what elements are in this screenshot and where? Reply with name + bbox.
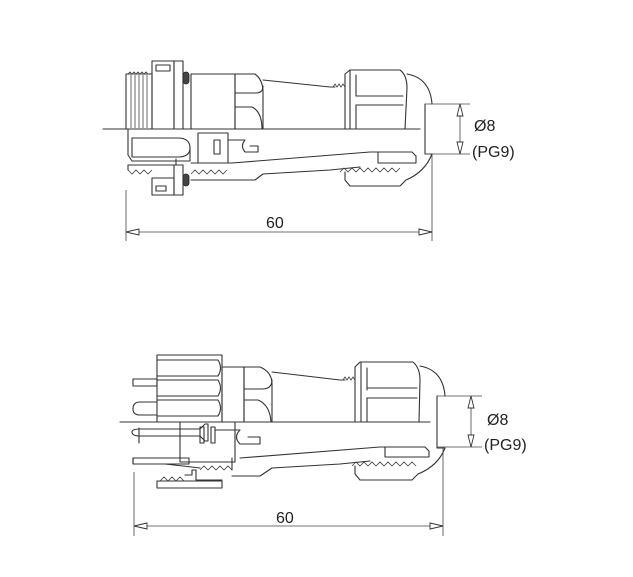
length-label: 60 [276, 510, 294, 527]
cable-plug-connector-view: Ø8 (PG9) 60 [119, 354, 527, 536]
thread-label: (PG9) [484, 437, 527, 454]
diameter-dimension-bottom: Ø8 (PG9) [437, 395, 527, 454]
panel-mount-connector-view: Ø8 (PG9) 60 [102, 60, 515, 241]
contact-section [127, 128, 433, 196]
connector-body [221, 366, 356, 423]
pin-top [132, 378, 158, 387]
o-ring-seal-bottom [182, 173, 190, 187]
panel-nut [151, 60, 184, 130]
diameter-label: Ø8 [487, 412, 508, 429]
length-dimension-top: 60 [125, 154, 433, 241]
thread-label: (PG9) [472, 144, 515, 161]
o-ring-seal-top [182, 71, 190, 85]
pin-second [132, 401, 158, 416]
length-dimension-bottom: 60 [133, 448, 444, 536]
length-label: 60 [266, 215, 284, 232]
connector-body [190, 73, 346, 130]
diameter-dimension-top: Ø8 (PG9) [425, 103, 515, 161]
gland-nut [344, 69, 433, 130]
contact-section [131, 421, 446, 489]
front-thread-body [125, 71, 153, 130]
gland-nut [354, 361, 446, 423]
diameter-label: Ø8 [474, 118, 495, 135]
coupling-nut [156, 354, 223, 423]
